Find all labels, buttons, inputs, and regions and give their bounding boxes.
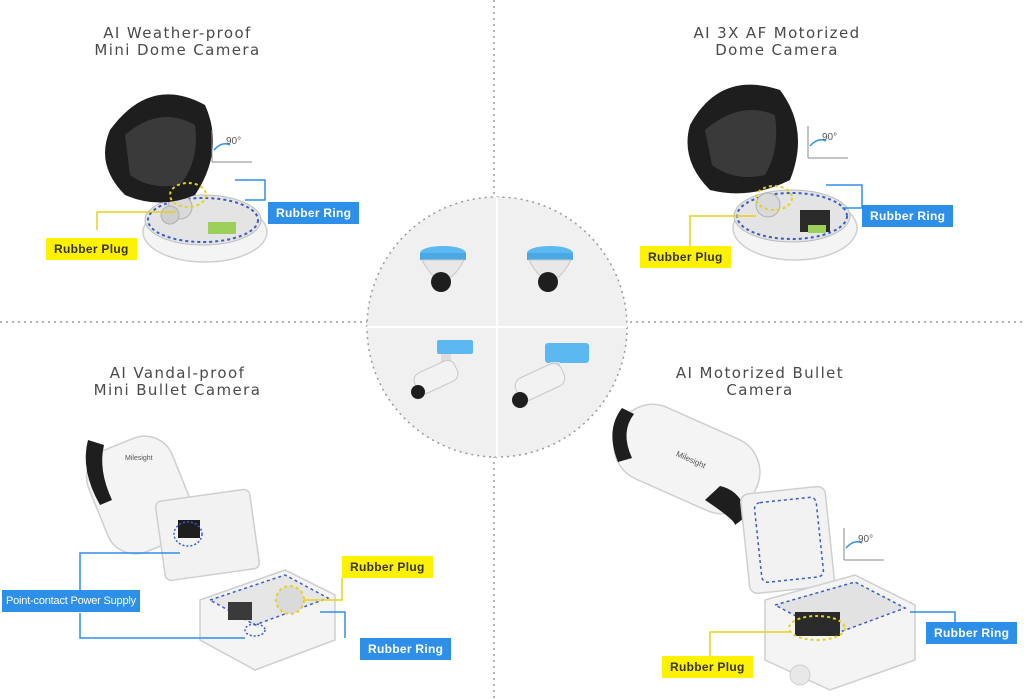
mini-bullet-camera-thumbnail (411, 340, 473, 399)
angle-indicator-bottom-right (843, 528, 884, 561)
title-line-2: Dome Camera (715, 41, 839, 59)
title-motorized-dome-camera: AI 3X AF Motorized Dome Camera (667, 25, 887, 59)
angle-label-bottom-right: 90° (858, 534, 874, 545)
rubber-ring-tag-top-left: Rubber Ring (268, 202, 360, 224)
motorized-dome-camera-illustration (687, 84, 858, 261)
title-line-2: Mini Dome Camera (94, 41, 261, 59)
title-line-2: Camera (726, 381, 794, 399)
mini-dome-camera-thumbnail (420, 246, 466, 292)
angle-label-top-right: 90° (822, 132, 838, 143)
title-line-2: Mini Bullet Camera (93, 381, 262, 399)
rubber-plug-tag-top-left: Rubber Plug (46, 238, 137, 260)
motorized-bullet-camera-illustration: Milesight (612, 403, 916, 691)
brand-logo: Milesight (125, 455, 153, 462)
motorized-bullet-camera-thumbnail (512, 343, 589, 408)
center-product-circle (366, 196, 628, 458)
angle-indicator-top-right (807, 126, 848, 159)
angle-indicator-top-left (211, 130, 252, 163)
angle-label-top-left: 90° (226, 136, 242, 147)
title-mini-bullet-camera: AI Vandal-proof Mini Bullet Camera (70, 365, 285, 399)
title-mini-dome-camera: AI Weather-proof Mini Dome Camera (70, 25, 285, 59)
motorized-dome-camera-thumbnail (527, 246, 573, 292)
rubber-ring-tag-bottom-right: Rubber Ring (926, 622, 1018, 644)
mini-bullet-camera-illustration: Milesight (85, 435, 336, 671)
title-line-1: AI 3X AF Motorized (693, 24, 861, 42)
title-line-1: AI Vandal-proof (109, 364, 246, 382)
rubber-plug-tag-top-right: Rubber Plug (640, 246, 731, 268)
mini-dome-camera-illustration (105, 94, 268, 263)
title-line-1: AI Motorized Bullet (675, 364, 845, 382)
title-line-1: AI Weather-proof (103, 24, 252, 42)
point-contact-power-supply-tag: Point-contact Power Supply (2, 590, 140, 612)
rubber-ring-tag-top-right: Rubber Ring (862, 205, 954, 227)
rubber-ring-tag-bottom-left: Rubber Ring (360, 638, 452, 660)
rubber-plug-tag-bottom-left: Rubber Plug (342, 556, 433, 578)
title-motorized-bullet-camera: AI Motorized Bullet Camera (660, 365, 860, 399)
rubber-plug-tag-bottom-right: Rubber Plug (662, 656, 753, 678)
